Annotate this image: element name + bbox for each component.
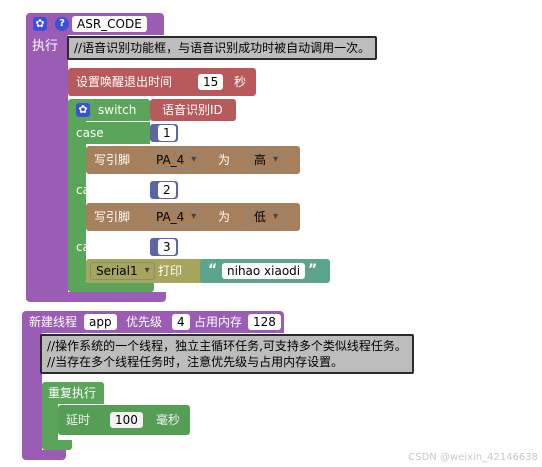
switch-label: switch xyxy=(98,103,137,117)
gear-icon[interactable]: ✿ xyxy=(33,17,47,31)
delay-value-field[interactable]: 100 xyxy=(110,412,143,428)
delay-label: 延时 xyxy=(66,413,91,427)
open-quote: “ xyxy=(208,262,218,278)
text-string-block[interactable]: “ nihao xiaodi ” xyxy=(200,259,330,283)
switch-subject-label: 语音识别ID xyxy=(162,103,223,117)
help-icon[interactable]: ? xyxy=(55,17,69,31)
pin-dropdown-2[interactable]: PA_4 xyxy=(150,208,202,226)
set-timeout-block[interactable]: 设置唤醒退出时间 15 秒 xyxy=(68,68,256,96)
switch-block-body xyxy=(68,121,86,289)
case-2-value-block[interactable]: 2 xyxy=(150,181,178,199)
switch-subject-block[interactable]: 语音识别ID xyxy=(150,99,236,121)
case-3-value-block[interactable]: 3 xyxy=(150,238,178,256)
case-1-value-block[interactable]: 1 xyxy=(150,124,178,142)
as-label-1: 为 xyxy=(218,153,231,167)
write-pin-block-1[interactable]: 写引脚 PA_4 为 高 xyxy=(86,146,300,174)
level-dropdown-2[interactable]: 低 xyxy=(248,208,284,226)
timeout-value-field[interactable]: 15 xyxy=(198,74,224,90)
case-3-value-field[interactable]: 3 xyxy=(158,239,176,255)
thread-block-header[interactable]: 新建线程 app 优先级 4 占用内存 128 xyxy=(22,311,284,333)
write-pin-label-1: 写引脚 xyxy=(94,153,131,167)
print-label: 打印 xyxy=(158,264,183,278)
close-quote: ” xyxy=(308,262,318,278)
loop-block-footer xyxy=(42,440,72,450)
case-1-value-field[interactable]: 1 xyxy=(158,125,176,141)
write-pin-block-2[interactable]: 写引脚 PA_4 为 低 xyxy=(86,203,300,231)
case-3-label: case xyxy=(76,240,104,254)
delay-block[interactable]: 延时 100 毫秒 xyxy=(58,405,190,435)
loop-label: 重复执行 xyxy=(48,386,97,400)
level-dropdown-1[interactable]: 高 xyxy=(248,151,284,169)
case-2-label: case xyxy=(76,183,104,197)
case-1-row xyxy=(68,122,150,144)
switch-block-footer xyxy=(68,282,154,292)
write-pin-label-2: 写引脚 xyxy=(94,210,131,224)
as-label-2: 为 xyxy=(218,210,231,224)
function-comment-text: //语音识别功能框，与语音识别成功时被自动调用一次。 xyxy=(69,38,376,58)
function-block-body xyxy=(26,35,68,300)
priority-field[interactable]: 4 xyxy=(172,314,190,330)
exec-label: 执行 xyxy=(32,39,59,54)
memory-field[interactable]: 128 xyxy=(248,314,281,330)
switch-gear-icon[interactable]: ✿ xyxy=(76,103,90,117)
function-name-field[interactable]: ASR_CODE xyxy=(72,16,147,32)
print-text-field[interactable]: nihao xiaodi xyxy=(222,263,306,279)
delay-unit-label: 毫秒 xyxy=(156,413,181,427)
thread-comment-line1: //操作系统的一个线程，独立主循环任务,可支持多个类似线程任务。 xyxy=(47,339,407,353)
watermark: CSDN @weixin_42146638 xyxy=(408,452,538,463)
set-timeout-label: 设置唤醒退出时间 xyxy=(76,75,173,89)
thread-comment-text: //操作系统的一个线程，独立主循环任务,可支持多个类似线程任务。 //当存在多个… xyxy=(42,336,412,372)
function-block-footer xyxy=(26,292,166,302)
case-2-value-field[interactable]: 2 xyxy=(158,182,176,198)
function-comment: //语音识别功能框，与语音识别成功时被自动调用一次。 xyxy=(67,36,378,60)
timeout-unit-label: 秒 xyxy=(234,75,247,89)
loop-block-body xyxy=(42,404,58,448)
pin-dropdown-1[interactable]: PA_4 xyxy=(150,151,202,169)
memory-label: 占用内存 xyxy=(194,315,243,329)
thread-block-footer xyxy=(22,450,66,460)
case-1-label: case xyxy=(76,126,104,140)
serial-dropdown[interactable]: Serial1 xyxy=(90,262,155,280)
thread-name-field[interactable]: app xyxy=(84,314,117,330)
thread-comment: //操作系统的一个线程，独立主循环任务,可支持多个类似线程任务。 //当存在多个… xyxy=(40,334,414,374)
thread-block-body xyxy=(22,333,42,457)
serial-print-block[interactable]: Serial1 打印 xyxy=(86,259,204,283)
thread-comment-line2: //当存在多个线程任务时，注意优先级与占用内存设置。 xyxy=(47,355,344,369)
priority-label: 优先级 xyxy=(126,315,163,329)
loop-block-header[interactable]: 重复执行 xyxy=(42,382,104,404)
thread-label: 新建线程 xyxy=(29,315,78,329)
